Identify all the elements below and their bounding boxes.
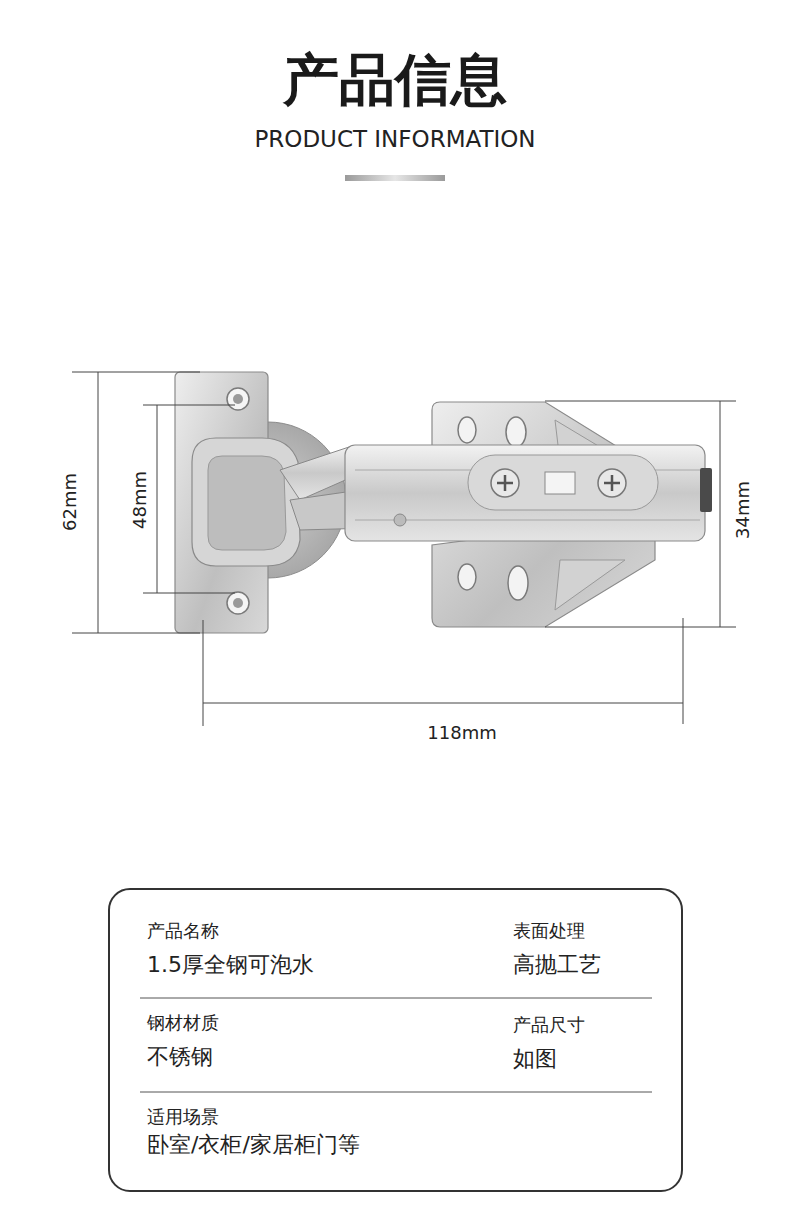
cell-value: 高抛工艺 [513,952,601,978]
cup-recess [192,438,300,566]
cell-label: 适用场景 [147,1106,219,1128]
screw-hole [233,394,243,404]
dimension-label: 48mm [130,469,150,531]
screw-hole [233,598,243,608]
cell-value: 如图 [513,1046,557,1072]
screw [604,475,620,491]
title-underline [345,175,445,181]
arm-window [545,472,575,494]
screw-hole [227,592,249,614]
rivet [394,514,406,526]
arm-cap [700,468,712,512]
plate-hole [458,564,476,590]
plate-rib [555,560,625,610]
screw [491,469,519,497]
dimension-label: 34mm [733,479,753,541]
plate-hole [506,417,526,447]
cell-label: 钢材材质 [147,1012,219,1034]
cell-label: 产品名称 [147,920,219,942]
cell-value: 1.5厚全钢可泡水 [147,952,314,978]
screw [497,475,513,491]
dimension-label: 62mm [60,471,80,533]
arm-slot [468,455,658,510]
plate-hole [458,417,476,443]
table-rules [140,998,652,1092]
cell-value: 不锈钢 [147,1044,213,1070]
dimension-label: 118mm [425,723,498,743]
cell-value: 卧室/衣柜/家居柜门等 [147,1132,360,1158]
cell-label: 表面处理 [513,920,585,942]
cup-inner [208,456,286,550]
info-table: 产品名称 1.5厚全钢可泡水 表面处理高抛工艺钢材材质不锈钢 产品尺寸如图适用场景卧室… [108,888,683,1192]
page-title: 产品信息 [283,49,507,111]
hinge-arm [345,445,705,541]
screw [598,469,626,497]
cell-label: 产品尺寸 [513,1014,585,1036]
dimension-lines [72,372,736,726]
arm-edge [355,520,700,521]
page-subtitle: PRODUCT INFORMATION [254,127,535,152]
plate-hole [508,566,528,600]
screw-hole [227,388,249,410]
